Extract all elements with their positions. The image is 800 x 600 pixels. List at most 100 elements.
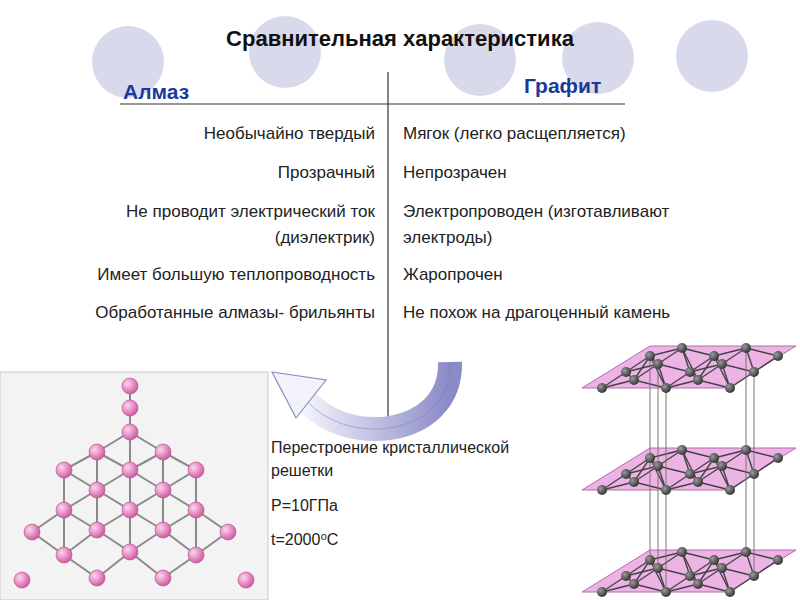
property-cell: Прозрачный [15, 160, 375, 186]
carbon-atom [14, 572, 30, 588]
carbon-atom [709, 555, 719, 565]
carbon-atom [773, 555, 783, 565]
carbon-atom [188, 462, 204, 478]
carbon-atom [89, 444, 105, 460]
carbon-atom [653, 563, 663, 573]
carbon-atom [188, 502, 204, 518]
carbon-atom [653, 461, 663, 471]
carbon-atom [773, 453, 783, 463]
carbon-atom [741, 547, 751, 557]
carbon-atom [693, 375, 703, 385]
carbon-atom [661, 485, 671, 495]
carbon-atom [597, 587, 607, 597]
carbon-atom [693, 477, 703, 487]
carbon-atom [717, 359, 727, 369]
carbon-atom [709, 453, 719, 463]
diamond-panel [0, 372, 268, 600]
property-cell: Непрозрачен [403, 160, 703, 186]
carbon-atom [717, 461, 727, 471]
carbon-atom [685, 469, 695, 479]
carbon-atom [597, 383, 607, 393]
carbon-atom [89, 522, 105, 538]
carbon-atom [24, 524, 40, 540]
carbon-atom [89, 570, 105, 586]
arrow-edge [303, 362, 450, 429]
carbon-atom [725, 485, 735, 495]
graphite-layer [582, 448, 796, 490]
carbon-atom [597, 485, 607, 495]
diamond-lattice [14, 378, 254, 588]
carbon-atom [645, 453, 655, 463]
property-cell: Не проводит электрический ток (диэлектри… [40, 199, 375, 250]
carbon-atom [122, 378, 138, 394]
carbon-atom [741, 343, 751, 353]
property-cell: Необычайно твердый [15, 121, 375, 147]
condition-value: t=2000⁰C [271, 528, 471, 551]
carbon-atom [749, 571, 759, 581]
carbon-atom [122, 544, 138, 560]
slide-title: Сравнительная характеристика [0, 22, 800, 55]
carbon-atom [749, 469, 759, 479]
carbon-atom [725, 587, 735, 597]
carbon-atom [621, 571, 631, 581]
carbon-atom [122, 462, 138, 478]
property-cell: Имеет большую теплопроводность [10, 262, 375, 288]
property-cell: Мягок (легко расщепляется) [403, 121, 703, 147]
carbon-atom [188, 547, 204, 563]
carbon-atom [155, 444, 171, 460]
carbon-atom [56, 502, 72, 518]
carbon-atom [749, 367, 759, 377]
property-cell: Не похож на драгоценный камень [403, 300, 688, 326]
carbon-atom [773, 351, 783, 361]
column-divider [387, 72, 388, 428]
carbon-atom [661, 587, 671, 597]
carbon-atom [220, 524, 236, 540]
carbon-atom [677, 547, 687, 557]
carbon-atom [621, 367, 631, 377]
carbon-atom [238, 572, 254, 588]
condition-value: P=10ГПа [271, 494, 471, 517]
decor-circle [676, 20, 748, 92]
carbon-atom [717, 563, 727, 573]
carbon-atom [629, 579, 639, 589]
carbon-atom [709, 351, 719, 361]
carbon-atom [122, 424, 138, 440]
carbon-atom [645, 351, 655, 361]
carbon-atom [629, 375, 639, 385]
property-cell: Электропроводен (изготавливают электроды… [403, 199, 693, 250]
arrow-head [272, 372, 326, 418]
carbon-atom [645, 555, 655, 565]
property-cell: Жаропрочен [403, 262, 703, 288]
property-cell: Обработанные алмазы- брильянты [5, 300, 375, 326]
carbon-atom [677, 445, 687, 455]
carbon-atom [621, 469, 631, 479]
carbon-atom [677, 343, 687, 353]
header-rule [120, 103, 625, 104]
carbon-atom [155, 482, 171, 498]
carbon-atom [629, 477, 639, 487]
carbon-atom [661, 383, 671, 393]
carbon-atom [693, 579, 703, 589]
carbon-atom [653, 359, 663, 369]
carbon-atom [685, 367, 695, 377]
transition-arrow [272, 362, 450, 429]
carbon-atom [685, 571, 695, 581]
carbon-atom [725, 383, 735, 393]
carbon-atom [741, 445, 751, 455]
graphite-layer [582, 550, 796, 592]
carbon-atom [89, 482, 105, 498]
carbon-atom [155, 522, 171, 538]
column-header: Графит [524, 70, 634, 102]
carbon-atom [56, 462, 72, 478]
column-header: Алмаз [123, 76, 243, 108]
carbon-atom [155, 570, 171, 586]
arrow-band [303, 362, 450, 429]
graphite-layer [582, 346, 796, 388]
carbon-atom [56, 547, 72, 563]
carbon-atom [122, 502, 138, 518]
graphite-lattice [582, 343, 796, 597]
transition-note: Перестроение кристаллической решетки [271, 436, 531, 482]
carbon-atom [122, 400, 138, 416]
